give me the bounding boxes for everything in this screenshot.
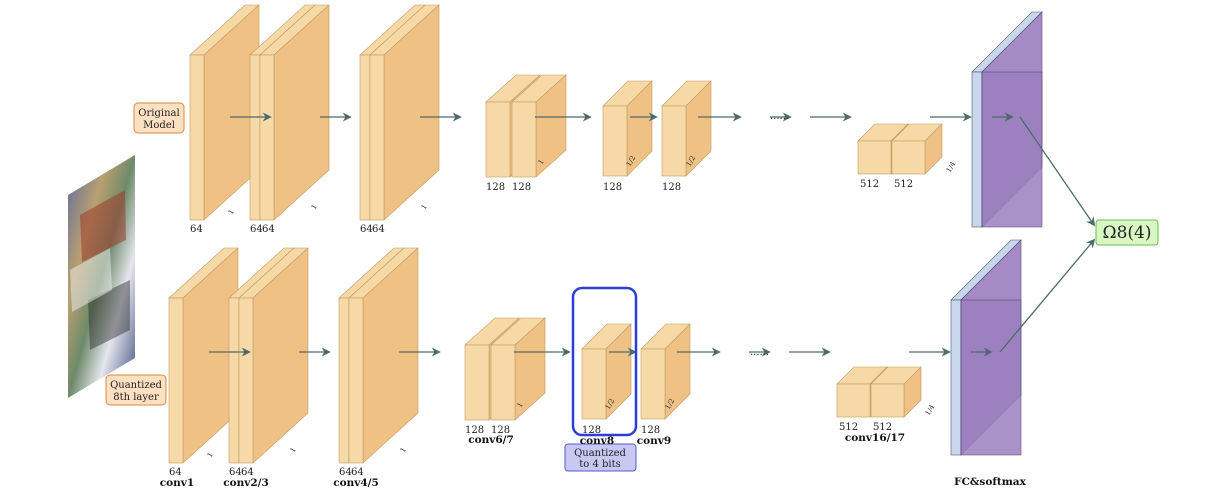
tag-line-2: 8th layer <box>113 392 159 403</box>
scale-label-1: 1 <box>289 446 298 454</box>
conv5-block <box>348 247 419 464</box>
fc-block <box>971 11 1043 228</box>
conv17-block <box>891 123 943 175</box>
channel-label-conv3: 64 <box>262 224 275 235</box>
channel-label-conv16: 512 <box>860 179 879 190</box>
channel-label-conv17: 512 <box>873 422 892 433</box>
scale-label-0: 1 <box>227 208 236 216</box>
channel-label-conv7: 128 <box>512 182 531 193</box>
conv8-block <box>581 323 632 420</box>
input-image <box>68 155 135 398</box>
output-omega-box: Ω8(4) <box>1095 219 1159 246</box>
block-name-conv9: conv9 <box>637 435 671 447</box>
conv9-block <box>661 80 712 177</box>
conv1-block <box>189 4 260 221</box>
channel-label-conv8: 128 <box>603 182 622 193</box>
original-model-tag: Original Model <box>133 102 185 134</box>
channel-label-conv3: 64 <box>241 467 254 478</box>
conv9-block <box>640 323 691 420</box>
conv7-block <box>490 317 546 421</box>
tag-line-1: Quantized <box>110 380 162 391</box>
quantized-note: Quantized to 4 bits <box>564 443 637 472</box>
scale-label-2: 1 <box>420 203 429 211</box>
channel-label-conv4: 64 <box>360 224 373 235</box>
scale-label-2: 1 <box>399 446 408 454</box>
channel-label-conv1: 64 <box>190 224 203 235</box>
fc-softmax-label: FC&softmax <box>954 476 1026 488</box>
top-ellipsis: ...... <box>770 111 789 122</box>
block-name-conv16-17: conv16/17 <box>845 432 905 444</box>
channel-label-conv5: 64 <box>372 224 385 235</box>
block-name-conv2-3: conv2/3 <box>223 477 269 489</box>
fc-block <box>950 239 1022 456</box>
conv8-block <box>602 80 653 177</box>
output-label: Ω8(4) <box>1103 223 1152 243</box>
channel-label-conv17: 512 <box>894 179 913 190</box>
scale-label-1: 1 <box>310 203 319 211</box>
tag-line-2: Model <box>143 120 175 131</box>
conv1-block <box>168 247 239 464</box>
block-name-conv1: conv1 <box>160 477 194 489</box>
scale-label-0: 1 <box>206 451 215 459</box>
conv3-block <box>259 4 330 221</box>
conv3-block <box>238 247 309 464</box>
channel-label-conv8: 128 <box>582 425 601 436</box>
block-name-conv6-7: conv6/7 <box>468 434 514 446</box>
note-line-1: Quantized <box>574 448 626 459</box>
channel-label-conv7: 128 <box>491 425 510 436</box>
block-name-conv8: conv8 <box>580 435 614 447</box>
tag-line-1: Original <box>138 108 179 119</box>
channel-label-conv9: 128 <box>662 182 681 193</box>
quantized-layer-tag: Quantized 8th layer <box>105 374 167 406</box>
channel-label-conv2: 64 <box>250 224 263 235</box>
top-to-output-arrow <box>1019 116 1096 227</box>
channel-label-conv5: 64 <box>351 467 364 478</box>
channel-label-conv16: 512 <box>839 422 858 433</box>
channel-label-conv1: 64 <box>169 467 182 478</box>
scale-label-6: 1/4 <box>945 160 958 174</box>
scale-label-3: 1 <box>537 158 546 166</box>
channel-label-conv4: 64 <box>339 467 352 478</box>
conv7-block <box>511 74 567 178</box>
conv8-highlight-box <box>571 286 638 437</box>
scale-label-6: 1/4 <box>924 403 937 417</box>
channel-label-conv9: 128 <box>641 425 660 436</box>
note-line-2: to 4 bits <box>579 459 621 470</box>
channel-label-conv6: 128 <box>465 425 484 436</box>
block-name-conv4-5: conv4/5 <box>333 477 379 489</box>
channel-label-conv2: 64 <box>229 467 242 478</box>
channel-label-conv6: 128 <box>486 182 505 193</box>
bottom-ellipsis: ...... <box>750 347 769 358</box>
conv17-block <box>870 366 922 418</box>
scale-label-3: 1 <box>516 401 525 409</box>
bottom-to-output-arrow <box>999 238 1096 353</box>
conv5-block <box>369 4 440 221</box>
